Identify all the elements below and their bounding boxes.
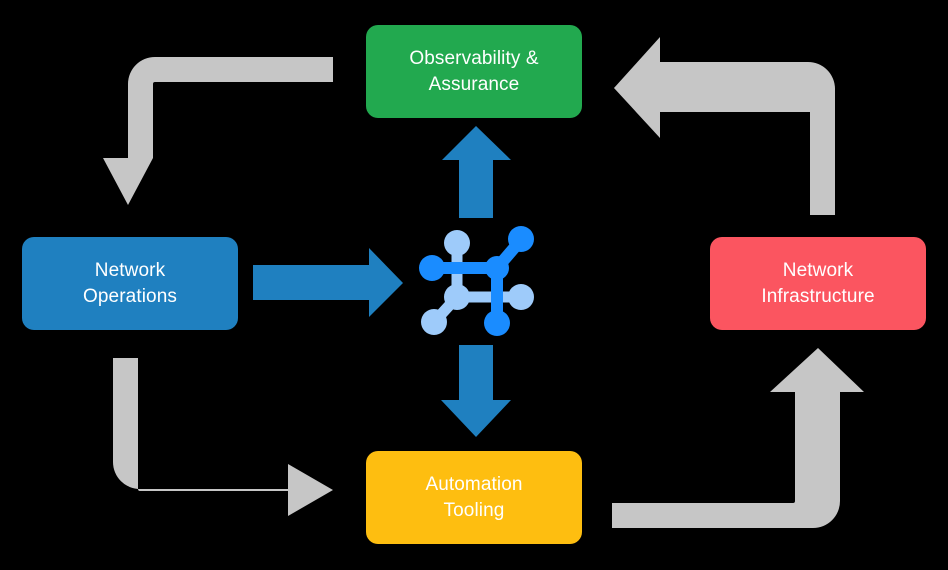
node-label-network-operations: Network Operations [83, 259, 177, 307]
node-automation-tooling[interactable]: Automation Tooling [366, 451, 582, 544]
node-network-infrastructure[interactable]: Network Infrastructure [710, 237, 926, 330]
node-label-observability-assurance: Observability & Assurance [409, 47, 539, 95]
arrow-network-operations-to-automation-tooling [113, 358, 333, 516]
arrow-observability-to-network-operations [103, 57, 333, 205]
network-icon-nodes [419, 226, 534, 336]
node-label-network-infrastructure: Network Infrastructure [761, 259, 875, 307]
arrow-automation-tooling-to-network-infrastructure [612, 348, 864, 528]
arrow-center-to-automation-tooling [441, 345, 511, 437]
node-network-operations[interactable]: Network Operations [22, 237, 238, 330]
node-label-automation-tooling: Automation Tooling [425, 473, 523, 521]
network-icon-links [426, 234, 527, 329]
arrow-network-infrastructure-to-observability [614, 37, 835, 215]
arrow-network-operations-to-center [253, 248, 403, 317]
node-observability-assurance[interactable]: Observability & Assurance [366, 25, 582, 118]
arrow-center-to-observability [442, 126, 511, 218]
